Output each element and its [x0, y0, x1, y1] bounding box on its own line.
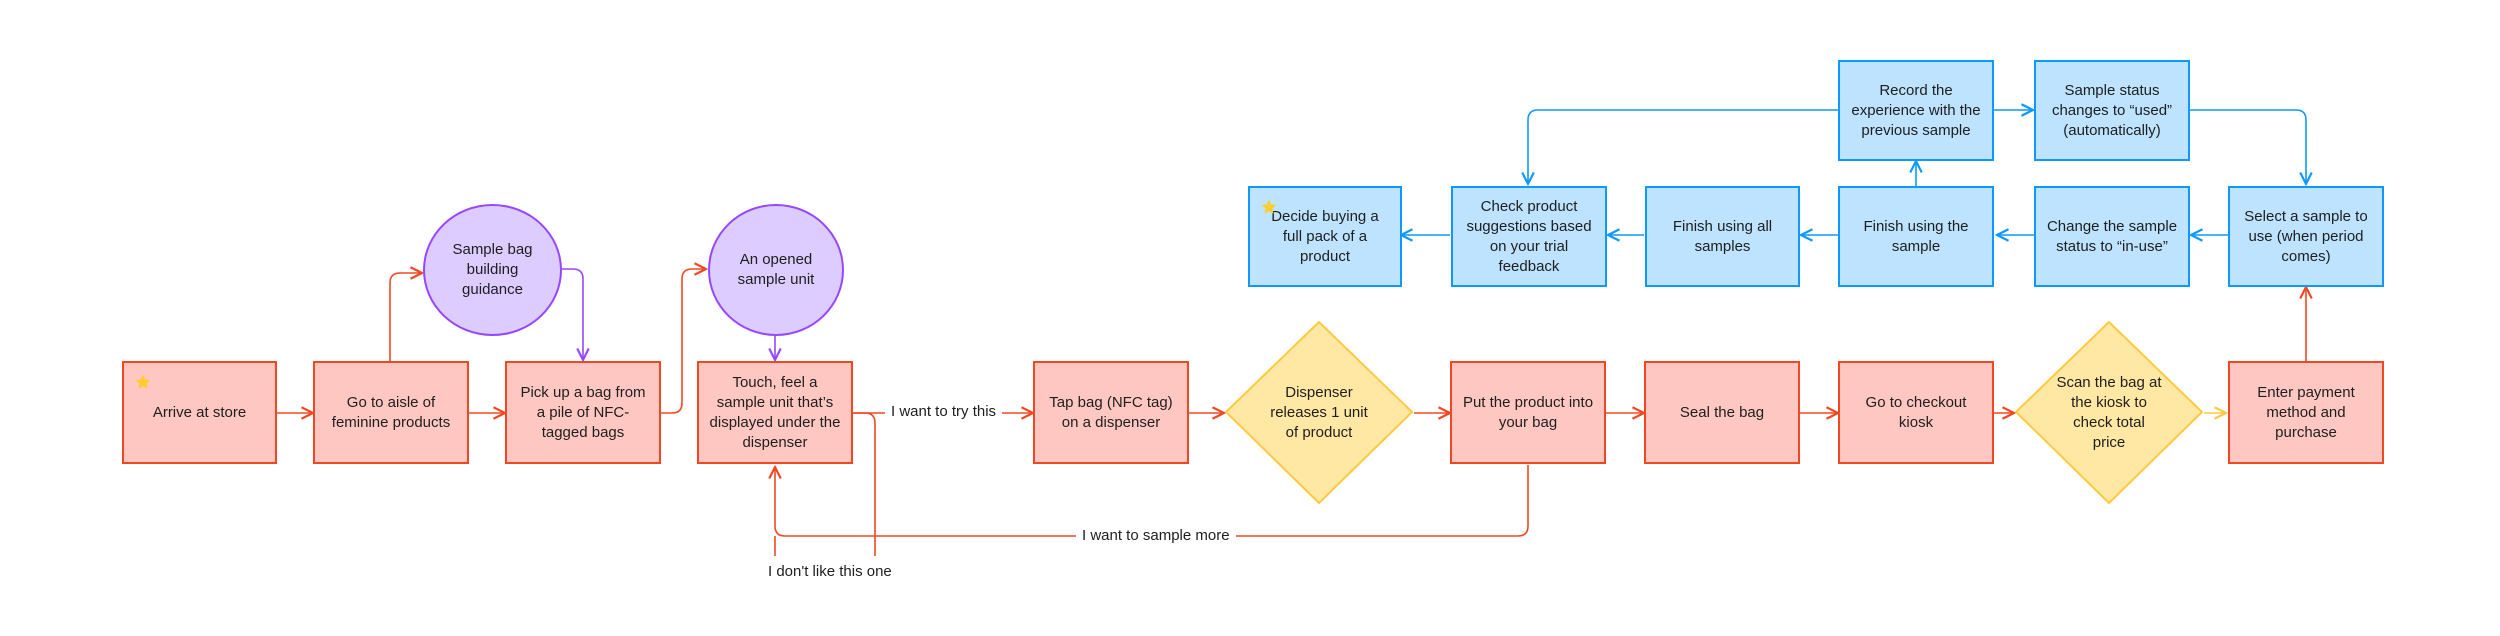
- node-touch-sample[interactable]: Touch, feel a sample unit that’s display…: [697, 361, 853, 464]
- node-label: Finish using the sample: [1863, 217, 1969, 255]
- diamond-shape: [2015, 321, 2203, 504]
- node-finish-all-samples[interactable]: Finish using all samples: [1645, 186, 1800, 287]
- node-label: Record the experience with the previous …: [1851, 81, 1981, 139]
- node-label: Go to aisle of feminine products: [331, 393, 451, 431]
- node-label: Seal the bag: [1679, 403, 1765, 421]
- node-tap-bag[interactable]: Tap bag (NFC tag) on a dispenser: [1033, 361, 1189, 464]
- node-record-experience[interactable]: Record the experience with the previous …: [1838, 60, 1994, 161]
- node-label: Touch, feel a sample unit that’s display…: [709, 373, 841, 451]
- node-label: Put the product into your bag: [1462, 393, 1594, 431]
- node-sample-bag-guidance[interactable]: Sample bag building guidance: [423, 204, 562, 336]
- diamond-shape: [1225, 321, 1413, 504]
- edge-label-dont-like: I don't like this one: [762, 562, 898, 582]
- node-label: Tap bag (NFC tag) on a dispenser: [1049, 393, 1173, 431]
- edge-aisle-guidance: [389, 273, 422, 361]
- edge-label-sample-more: I want to sample more: [1076, 526, 1236, 546]
- node-go-to-aisle[interactable]: Go to aisle of feminine products: [313, 361, 469, 464]
- node-put-product[interactable]: Put the product into your bag: [1450, 361, 1606, 464]
- node-label: Check product suggestions based on your …: [1466, 197, 1592, 275]
- node-go-to-checkout[interactable]: Go to checkout kiosk: [1838, 361, 1994, 464]
- star-icon: [1261, 199, 1277, 214]
- edge-dont-like: [853, 412, 876, 556]
- node-seal-bag[interactable]: Seal the bag: [1644, 361, 1800, 464]
- node-arrive-at-store[interactable]: Arrive at store: [122, 361, 277, 464]
- node-label: Go to checkout kiosk: [1865, 393, 1967, 431]
- node-label: Change the sample status to “in-use”: [2046, 217, 2178, 255]
- node-label: Finish using all samples: [1672, 217, 1773, 255]
- node-change-status[interactable]: Change the sample status to “in-use”: [2034, 186, 2190, 287]
- node-label: Select a sample to use (when period come…: [2244, 207, 2368, 265]
- edge-status-select: [2190, 109, 2306, 184]
- node-label: Pick up a bag from a pile of NFC-tagged …: [520, 383, 646, 441]
- node-scan-bag[interactable]: Scan the bag at the kiosk to check total…: [2014, 320, 2204, 505]
- node-dispenser-releases[interactable]: Dispenser releases 1 unit of product: [1224, 320, 1414, 505]
- node-label: Dispenser releases 1 unit of product: [1270, 383, 1368, 441]
- node-label: Enter payment method and purchase: [2257, 383, 2355, 441]
- node-finish-using-sample[interactable]: Finish using the sample: [1838, 186, 1994, 287]
- node-label: Sample bag building guidance: [452, 241, 533, 298]
- edge-pickup-opened: [661, 269, 706, 414]
- node-sample-status-used[interactable]: Sample status changes to “used” (automat…: [2034, 60, 2190, 161]
- edge-guidance-pickup: [562, 268, 583, 360]
- node-label: Sample status changes to “used” (automat…: [2051, 81, 2173, 139]
- star-icon: [135, 374, 151, 389]
- edge-record-check: [1528, 109, 1838, 184]
- node-label: Scan the bag at the kiosk to check total…: [2056, 373, 2162, 451]
- node-pick-up-bag[interactable]: Pick up a bag from a pile of NFC-tagged …: [505, 361, 661, 464]
- node-decide-buying[interactable]: Decide buying a full pack of a product: [1248, 186, 1402, 287]
- edge-label-try-this: I want to try this: [885, 402, 1003, 422]
- node-check-suggestions[interactable]: Check product suggestions based on your …: [1451, 186, 1607, 287]
- node-enter-payment[interactable]: Enter payment method and purchase: [2228, 361, 2384, 464]
- node-opened-sample-unit[interactable]: An opened sample unit: [708, 204, 844, 336]
- node-select-sample[interactable]: Select a sample to use (when period come…: [2228, 186, 2384, 287]
- node-label: Decide buying a full pack of a product: [1271, 207, 1379, 265]
- node-label: An opened sample unit: [737, 251, 815, 288]
- node-label: Arrive at store: [152, 403, 247, 421]
